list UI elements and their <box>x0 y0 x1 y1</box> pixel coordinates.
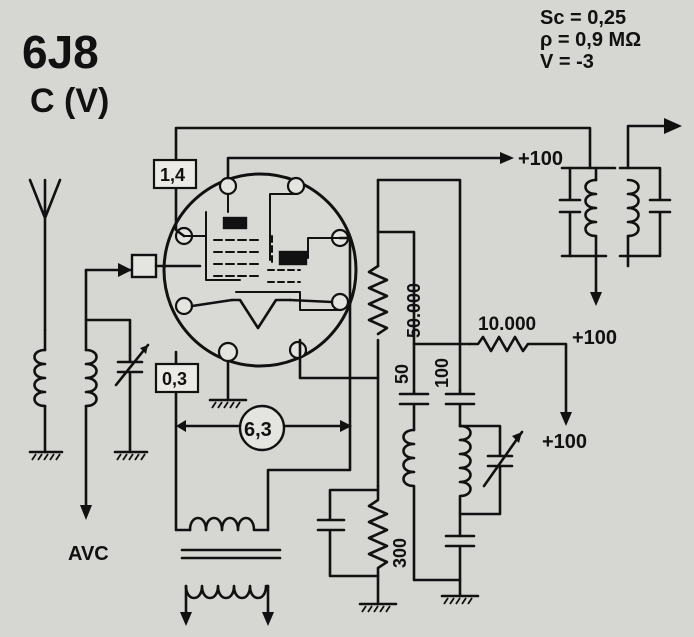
screen-wires <box>266 230 472 532</box>
tube-electrodes <box>183 193 341 330</box>
res-10000-label: 10.000 <box>478 314 536 335</box>
capacitor-50 <box>398 390 430 432</box>
voltage-1-4-label: 1,4 <box>160 165 185 185</box>
heater-6-3-label: 6,3 <box>244 419 272 441</box>
tube-subtitle: C (V) <box>30 82 109 120</box>
plus100-top-label: +100 <box>518 148 563 170</box>
plus100-if-label: +100 <box>572 327 617 349</box>
tube-type: 6J8 <box>22 26 99 78</box>
resistor-50000 <box>367 178 462 392</box>
heater-transformer <box>180 516 282 626</box>
plate-line <box>174 126 592 238</box>
avc-label: AVC <box>68 543 109 565</box>
voltage-box-1-4 <box>152 158 198 190</box>
plus100-right-label: +100 <box>542 431 587 453</box>
heater-voltage-circle <box>238 404 286 452</box>
voltage-box-0-3 <box>154 362 200 394</box>
resistor-300 <box>316 484 389 606</box>
tube-pin-7 <box>217 341 239 363</box>
tube-pin-6 <box>330 292 350 312</box>
ground-symbol-bottom <box>358 602 398 613</box>
res-300-label: 300 <box>390 538 410 568</box>
cap-100-label: 100 <box>432 358 452 388</box>
if-transformer <box>558 118 682 306</box>
output-coils <box>402 424 524 582</box>
param-rho: ρ = 0,9 MΩ <box>540 29 641 51</box>
param-v: V = -3 <box>540 51 594 73</box>
ground-symbol-tube <box>208 360 248 409</box>
tube-envelope <box>130 172 358 368</box>
variable-capacitor-input <box>113 343 150 461</box>
capacitor-100 <box>444 388 476 428</box>
screen-supply-line <box>226 152 514 180</box>
tube-pin-8 <box>288 340 308 360</box>
ground-symbol-1 <box>28 450 64 461</box>
capacitor-bottom-right <box>440 534 480 605</box>
tube-pin-1 <box>218 176 238 196</box>
resistor-10000 <box>468 335 572 426</box>
tube-pin-5 <box>174 296 194 316</box>
param-sc: Sc = 0,25 <box>540 7 626 29</box>
tube-pin-2 <box>286 176 306 196</box>
voltage-0-3-label: 0,3 <box>162 369 187 389</box>
antenna-coil <box>33 328 47 454</box>
grid-coil <box>80 263 132 520</box>
cap-50-label: 50 <box>392 364 412 384</box>
antenna-symbol <box>28 178 62 332</box>
